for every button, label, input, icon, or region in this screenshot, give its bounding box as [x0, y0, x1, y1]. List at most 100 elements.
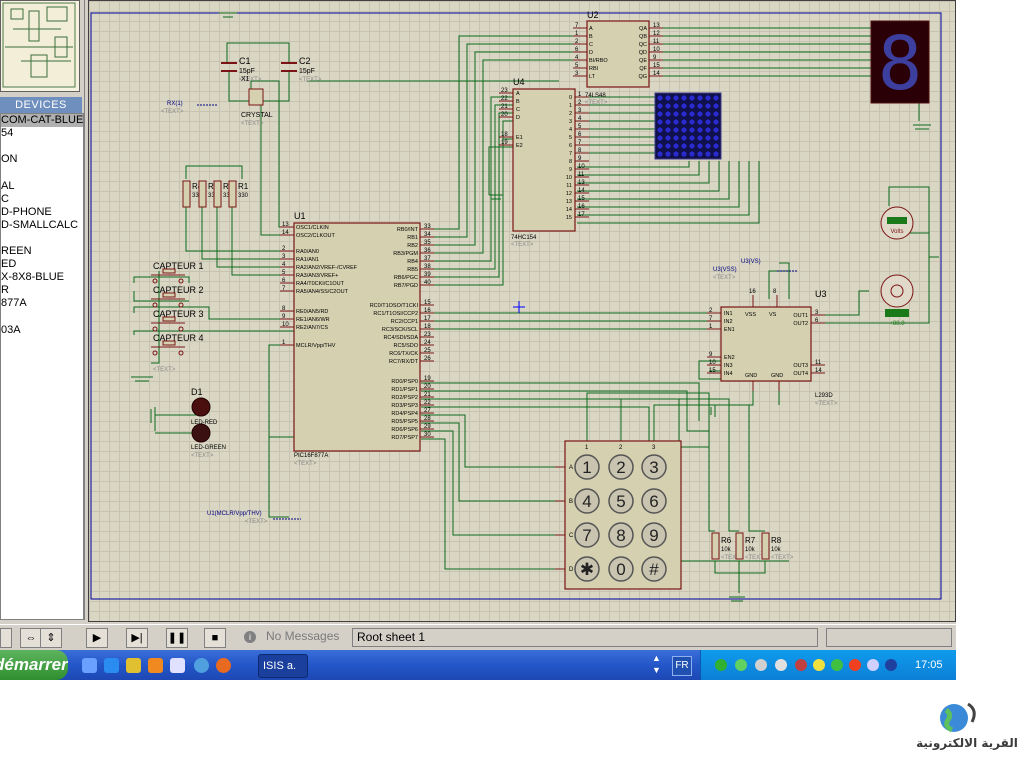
resistor-text: <TEXT> — [721, 555, 744, 561]
pin-number: 15 — [424, 300, 431, 306]
pin-number: 22 — [424, 400, 431, 406]
tray-icon-7[interactable] — [831, 659, 843, 671]
tray-icon-8[interactable] — [849, 659, 861, 671]
u2-part: 74LS48 — [585, 93, 606, 99]
pin-name: RB2 — [407, 243, 418, 249]
device-list-item[interactable]: COM-CAT-BLUE — [1, 114, 84, 127]
pin-number: 17 — [578, 212, 585, 218]
u4-part: 74HC154 — [511, 235, 537, 241]
pin-name: RA3/AN3/VREF+ — [296, 273, 338, 279]
u3-text: <TEXT> — [815, 401, 838, 407]
device-list-item[interactable]: C — [1, 192, 9, 205]
rss-icon[interactable] — [148, 658, 163, 673]
mirror-x-icon[interactable]: ⇔ — [20, 628, 42, 648]
task-isis[interactable]: ISIS a. — [258, 654, 308, 678]
media-icon[interactable] — [194, 658, 209, 673]
resistor-body — [228, 180, 237, 208]
matrix-led — [681, 103, 687, 109]
pin-name: 13 — [566, 199, 572, 205]
tray-icon-3[interactable] — [755, 659, 767, 671]
pin-number: 26 — [424, 356, 431, 362]
motor: +88.8 — [880, 274, 914, 327]
pin-number: 13 — [578, 180, 585, 186]
tray-icon-4[interactable] — [775, 659, 787, 671]
mirror-y-icon[interactable]: ⇕ — [40, 628, 62, 648]
chrome-icon[interactable] — [126, 658, 141, 673]
device-list-item[interactable]: ED — [1, 258, 17, 271]
pause-button[interactable]: ❚❚ — [166, 628, 188, 648]
device-list-item[interactable]: D-PHONE — [1, 205, 52, 218]
play-button[interactable]: ▶ — [86, 628, 108, 648]
overview-window[interactable] — [0, 0, 80, 92]
tray-icon-6[interactable] — [813, 659, 825, 671]
messages-status[interactable]: No Messages — [266, 629, 340, 643]
pin-name: 6 — [569, 143, 572, 149]
device-list-item[interactable]: 54 — [1, 127, 14, 140]
pin-name: OUT1 — [793, 313, 808, 319]
matrix-led — [673, 119, 679, 125]
voltmeter: Volts — [880, 206, 914, 240]
pin-name: BI/RBO — [589, 58, 608, 64]
stop-button[interactable]: ■ — [204, 628, 226, 648]
firefox-icon[interactable] — [216, 658, 231, 673]
tray-icon-2[interactable] — [735, 659, 747, 671]
pin-name: QG — [638, 74, 647, 80]
pin-number: 16 — [749, 289, 756, 295]
ie-icon[interactable] — [104, 658, 119, 673]
pin-name: RA0/AN0 — [296, 249, 319, 255]
device-list-item[interactable]: AL — [1, 179, 15, 192]
resistor-body — [761, 532, 770, 560]
device-list-item[interactable]: ON — [1, 153, 18, 166]
pin-number: 1 — [282, 340, 286, 346]
resistor-value: 330 — [192, 193, 203, 199]
volume-icon[interactable] — [885, 659, 897, 671]
device-list-item[interactable]: D-SMALLCALC — [1, 218, 79, 231]
pin-number: 29 — [424, 424, 431, 430]
pin-number: 25 — [424, 348, 431, 354]
tray-icon-1[interactable] — [715, 659, 727, 671]
device-list-item[interactable]: X-8X8-BLUE — [1, 271, 64, 284]
matrix-led — [697, 151, 703, 157]
devices-header: DEVICES — [0, 97, 82, 113]
language-indicator[interactable]: FR — [672, 656, 692, 676]
rotate-field[interactable] — [0, 628, 12, 648]
resistor-ref: R7 — [745, 536, 756, 545]
matrix-led — [713, 103, 719, 109]
editing-window[interactable]: C1 15pF <TEXT> C2 15pF <TEXT> X1 CRYSTAL… — [88, 0, 956, 622]
coordinates-box — [826, 628, 952, 647]
x1-text: <TEXT> — [241, 121, 264, 127]
pin-name: 4 — [569, 127, 572, 133]
device-list-item[interactable]: 03A — [1, 323, 21, 336]
device-list-item[interactable]: R — [1, 284, 9, 297]
seven-seg-digit: 8 — [878, 21, 923, 107]
pin-name: QB — [639, 34, 647, 40]
pin-name: RD6/PSP6 — [391, 427, 418, 433]
step-button[interactable]: ▶| — [126, 628, 148, 648]
matrix-led — [697, 135, 703, 141]
keypad-col-label: 2 — [619, 445, 623, 451]
start-button[interactable]: démarrer — [0, 650, 68, 680]
pin-name: RD2/PSP2 — [391, 395, 418, 401]
tray-icon-9[interactable] — [867, 659, 879, 671]
u2-ref: U2 — [587, 10, 599, 20]
pin-number: 19 — [501, 140, 508, 146]
pin-name: QA — [639, 26, 647, 32]
clock[interactable]: 17:05 — [915, 659, 943, 671]
keypad-col-label: 1 — [585, 445, 589, 451]
resistor-ref: R2 — [223, 182, 234, 191]
matrix-led — [705, 151, 711, 157]
matrix-led — [665, 111, 671, 117]
tray-icon-5[interactable] — [795, 659, 807, 671]
matrix-led — [713, 151, 719, 157]
desktop-icon[interactable] — [82, 658, 97, 673]
device-list-item[interactable]: REEN — [1, 245, 32, 257]
device-list-item[interactable]: 877A — [1, 297, 27, 310]
pin-name: EN1 — [724, 327, 735, 333]
seven-segment-display: 8 — [870, 20, 930, 107]
scroll-arrows-icon[interactable]: ▲▼ — [652, 653, 661, 675]
keypad-key — [641, 522, 667, 548]
edit-icon[interactable] — [170, 658, 185, 673]
